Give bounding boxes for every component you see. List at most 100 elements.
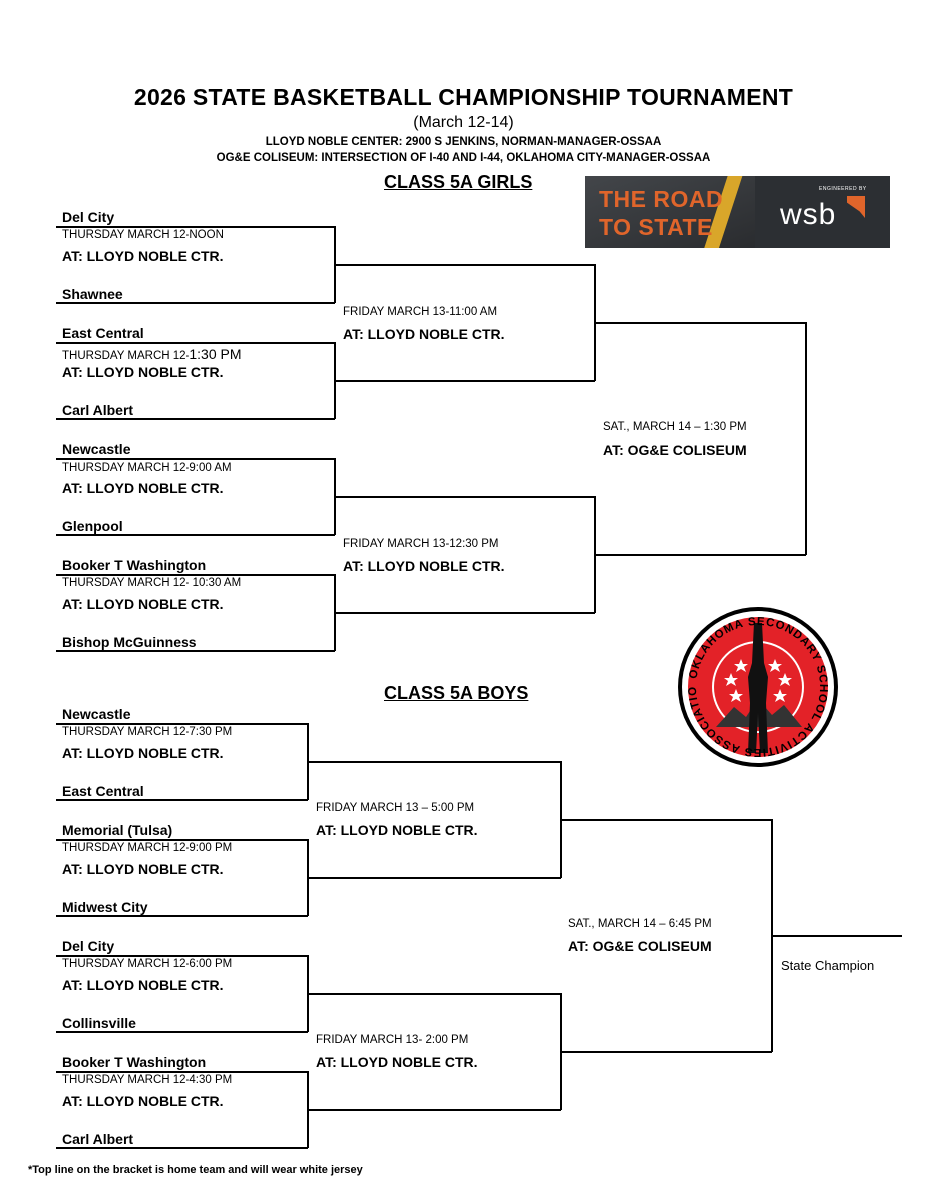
game-time: THURSDAY MARCH 12- 10:30 AM [62, 577, 242, 589]
game-time: FRIDAY MARCH 13-12:30 PM [343, 538, 499, 550]
bracket-line [561, 1051, 772, 1053]
champion-line [772, 935, 902, 937]
team-away: Carl Albert [62, 1131, 134, 1147]
bracket-line [56, 458, 335, 460]
banner-engineered-by: ENGINEERED BY [819, 186, 867, 192]
bracket-line [307, 955, 309, 1032]
team-home: Booker T Washington [62, 1054, 207, 1070]
wsb-logo: wsb [780, 198, 837, 231]
bracket-line [335, 612, 595, 614]
bracket-line [595, 322, 806, 324]
game-time: THURSDAY MARCH 12-9:00 AM [62, 462, 232, 474]
bracket-line [334, 458, 336, 535]
game-site: AT: LLOYD NOBLE CTR. [343, 326, 505, 342]
wsb-mark-icon [847, 196, 865, 218]
game-time: SAT., MARCH 14 – 6:45 PM [568, 918, 712, 930]
bracket-line [56, 534, 335, 536]
team-home: Newcastle [62, 441, 131, 457]
game-time: THURSDAY MARCH 12-NOON [62, 229, 224, 241]
game-time: FRIDAY MARCH 13- 2:00 PM [316, 1034, 469, 1046]
banner-line-1: THE ROAD [599, 186, 724, 212]
game-site: AT: LLOYD NOBLE CTR. [62, 364, 224, 380]
road-to-state-banner: THE ROAD TO STATE ENGINEERED BY wsb [585, 176, 890, 248]
game-time: THURSDAY MARCH 12-4:30 PM [62, 1074, 233, 1086]
bracket-line [335, 264, 595, 266]
bracket-line [805, 322, 807, 555]
bracket-line [307, 723, 309, 800]
game-site: AT: LLOYD NOBLE CTR. [316, 822, 478, 838]
bracket-line [307, 1071, 309, 1148]
bracket-line [594, 264, 596, 381]
team-away: Carl Albert [62, 402, 134, 418]
team-home: Newcastle [62, 706, 131, 722]
bracket-line [334, 342, 336, 419]
bracket-line [56, 915, 308, 917]
game-site: AT: LLOYD NOBLE CTR. [62, 745, 224, 761]
bracket-line [307, 839, 309, 916]
boys-class-title: CLASS 5A BOYS [384, 683, 529, 703]
girls-class-title: CLASS 5A GIRLS [384, 172, 533, 192]
team-home: Booker T Washington [62, 557, 207, 573]
game-time: THURSDAY MARCH 12-9:00 PM [62, 842, 233, 854]
bracket-line [771, 819, 773, 1052]
bracket-line [56, 342, 335, 344]
game-site: AT: OG&E COLISEUM [603, 442, 747, 458]
game-time: FRIDAY MARCH 13 – 5:00 PM [316, 802, 475, 814]
game-site: AT: LLOYD NOBLE CTR. [62, 480, 224, 496]
team-away: Midwest City [62, 899, 148, 915]
bracket-line [560, 761, 562, 878]
game-site: AT: LLOYD NOBLE CTR. [62, 861, 224, 877]
team-home: East Central [62, 325, 144, 341]
game-site: AT: LLOYD NOBLE CTR. [62, 1093, 224, 1109]
team-away: Bishop McGuinness [62, 634, 197, 650]
team-home: Memorial (Tulsa) [62, 822, 173, 838]
team-away: East Central [62, 783, 144, 799]
footnote: *Top line on the bracket is home team an… [28, 1164, 363, 1176]
game-time: THURSDAY MARCH 12-7:30 PM [62, 726, 233, 738]
bracket-line [334, 226, 336, 303]
bracket-line [308, 761, 561, 763]
state-champion-label: State Champion [781, 958, 875, 973]
team-away: Glenpool [62, 518, 123, 534]
bracket-line [334, 574, 336, 651]
bracket-line [308, 1109, 561, 1111]
bracket-line [56, 799, 308, 801]
team-away: Collinsville [62, 1015, 136, 1031]
venue-oge-coliseum: OG&E COLISEUM: INTERSECTION OF I-40 AND … [216, 152, 711, 164]
game-site: AT: LLOYD NOBLE CTR. [343, 558, 505, 574]
banner-line-2: TO STATE [599, 214, 713, 240]
bracket-line [56, 226, 335, 228]
bracket-line [56, 418, 335, 420]
team-away: Shawnee [62, 286, 123, 302]
game-site: AT: OG&E COLISEUM [568, 938, 712, 954]
bracket-line [56, 1147, 308, 1149]
bracket-line [56, 302, 335, 304]
bracket-line [56, 839, 308, 841]
game-time: THURSDAY MARCH 12-1:30 PM [62, 346, 242, 362]
bracket-line [56, 650, 335, 652]
venue-lloyd-noble: LLOYD NOBLE CENTER: 2900 S JENKINS, NORM… [265, 136, 662, 148]
bracket-line [56, 1031, 308, 1033]
game-time: THURSDAY MARCH 12-6:00 PM [62, 958, 233, 970]
team-home: Del City [62, 938, 115, 954]
bracket-line [56, 723, 308, 725]
bracket-line [594, 496, 596, 613]
bracket-line [56, 955, 308, 957]
bracket-line [308, 993, 561, 995]
page-title: 2026 STATE BASKETBALL CHAMPIONSHIP TOURN… [133, 84, 794, 110]
bracket-line [335, 380, 595, 382]
game-time: FRIDAY MARCH 13-11:00 AM [343, 306, 498, 318]
bracket-line [560, 993, 562, 1110]
bracket-line [56, 574, 335, 576]
game-site: AT: LLOYD NOBLE CTR. [62, 977, 224, 993]
team-home: Del City [62, 209, 115, 225]
game-site: AT: LLOYD NOBLE CTR. [62, 248, 224, 264]
game-site: AT: LLOYD NOBLE CTR. [62, 596, 224, 612]
game-time: SAT., MARCH 14 – 1:30 PM [603, 421, 747, 433]
bracket-line [595, 554, 806, 556]
bracket-line [308, 877, 561, 879]
game-site: AT: LLOYD NOBLE CTR. [316, 1054, 478, 1070]
bracket-line [335, 496, 595, 498]
bracket-line [56, 1071, 308, 1073]
tournament-dates: (March 12-14) [413, 114, 514, 131]
